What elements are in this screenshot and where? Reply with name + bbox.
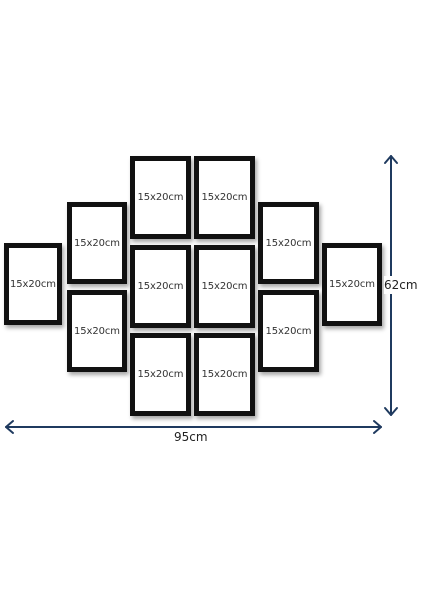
frame-size-label: 15x20cm <box>137 281 184 292</box>
frame-center-right-top: 15x20cm <box>194 156 255 239</box>
frame-size-label: 15x20cm <box>329 279 375 290</box>
width-arrow <box>5 420 382 434</box>
frame-center-right-middle: 15x20cm <box>194 245 255 328</box>
frame-center-left-bottom: 15x20cm <box>130 333 191 416</box>
frame-size-label: 15x20cm <box>265 237 312 249</box>
frame-right-bottom: 15x20cm <box>258 290 319 372</box>
frame-far-left: 15x20cm <box>4 243 62 325</box>
frame-left-top: 15x20cm <box>67 202 127 284</box>
frame-size-label: 15x20cm <box>265 325 312 337</box>
frame-size-label: 15x20cm <box>201 369 248 380</box>
width-dimension-label: 95cm <box>172 430 210 444</box>
frame-center-left-top: 15x20cm <box>130 156 191 239</box>
frame-size-label: 15x20cm <box>74 237 120 249</box>
frame-far-right: 15x20cm <box>322 243 382 326</box>
frame-center-left-middle: 15x20cm <box>130 245 191 328</box>
frame-size-label: 15x20cm <box>201 281 248 292</box>
frame-left-bottom: 15x20cm <box>67 290 127 372</box>
frame-size-label: 15x20cm <box>74 325 120 337</box>
frame-size-label: 15x20cm <box>201 192 248 203</box>
height-dimension-label: 62cm <box>384 276 418 294</box>
frame-size-label: 15x20cm <box>10 278 56 290</box>
frame-right-top: 15x20cm <box>258 202 319 284</box>
frame-size-label: 15x20cm <box>137 369 184 380</box>
frame-size-label: 15x20cm <box>137 192 184 203</box>
frame-center-right-bottom: 15x20cm <box>194 333 255 416</box>
